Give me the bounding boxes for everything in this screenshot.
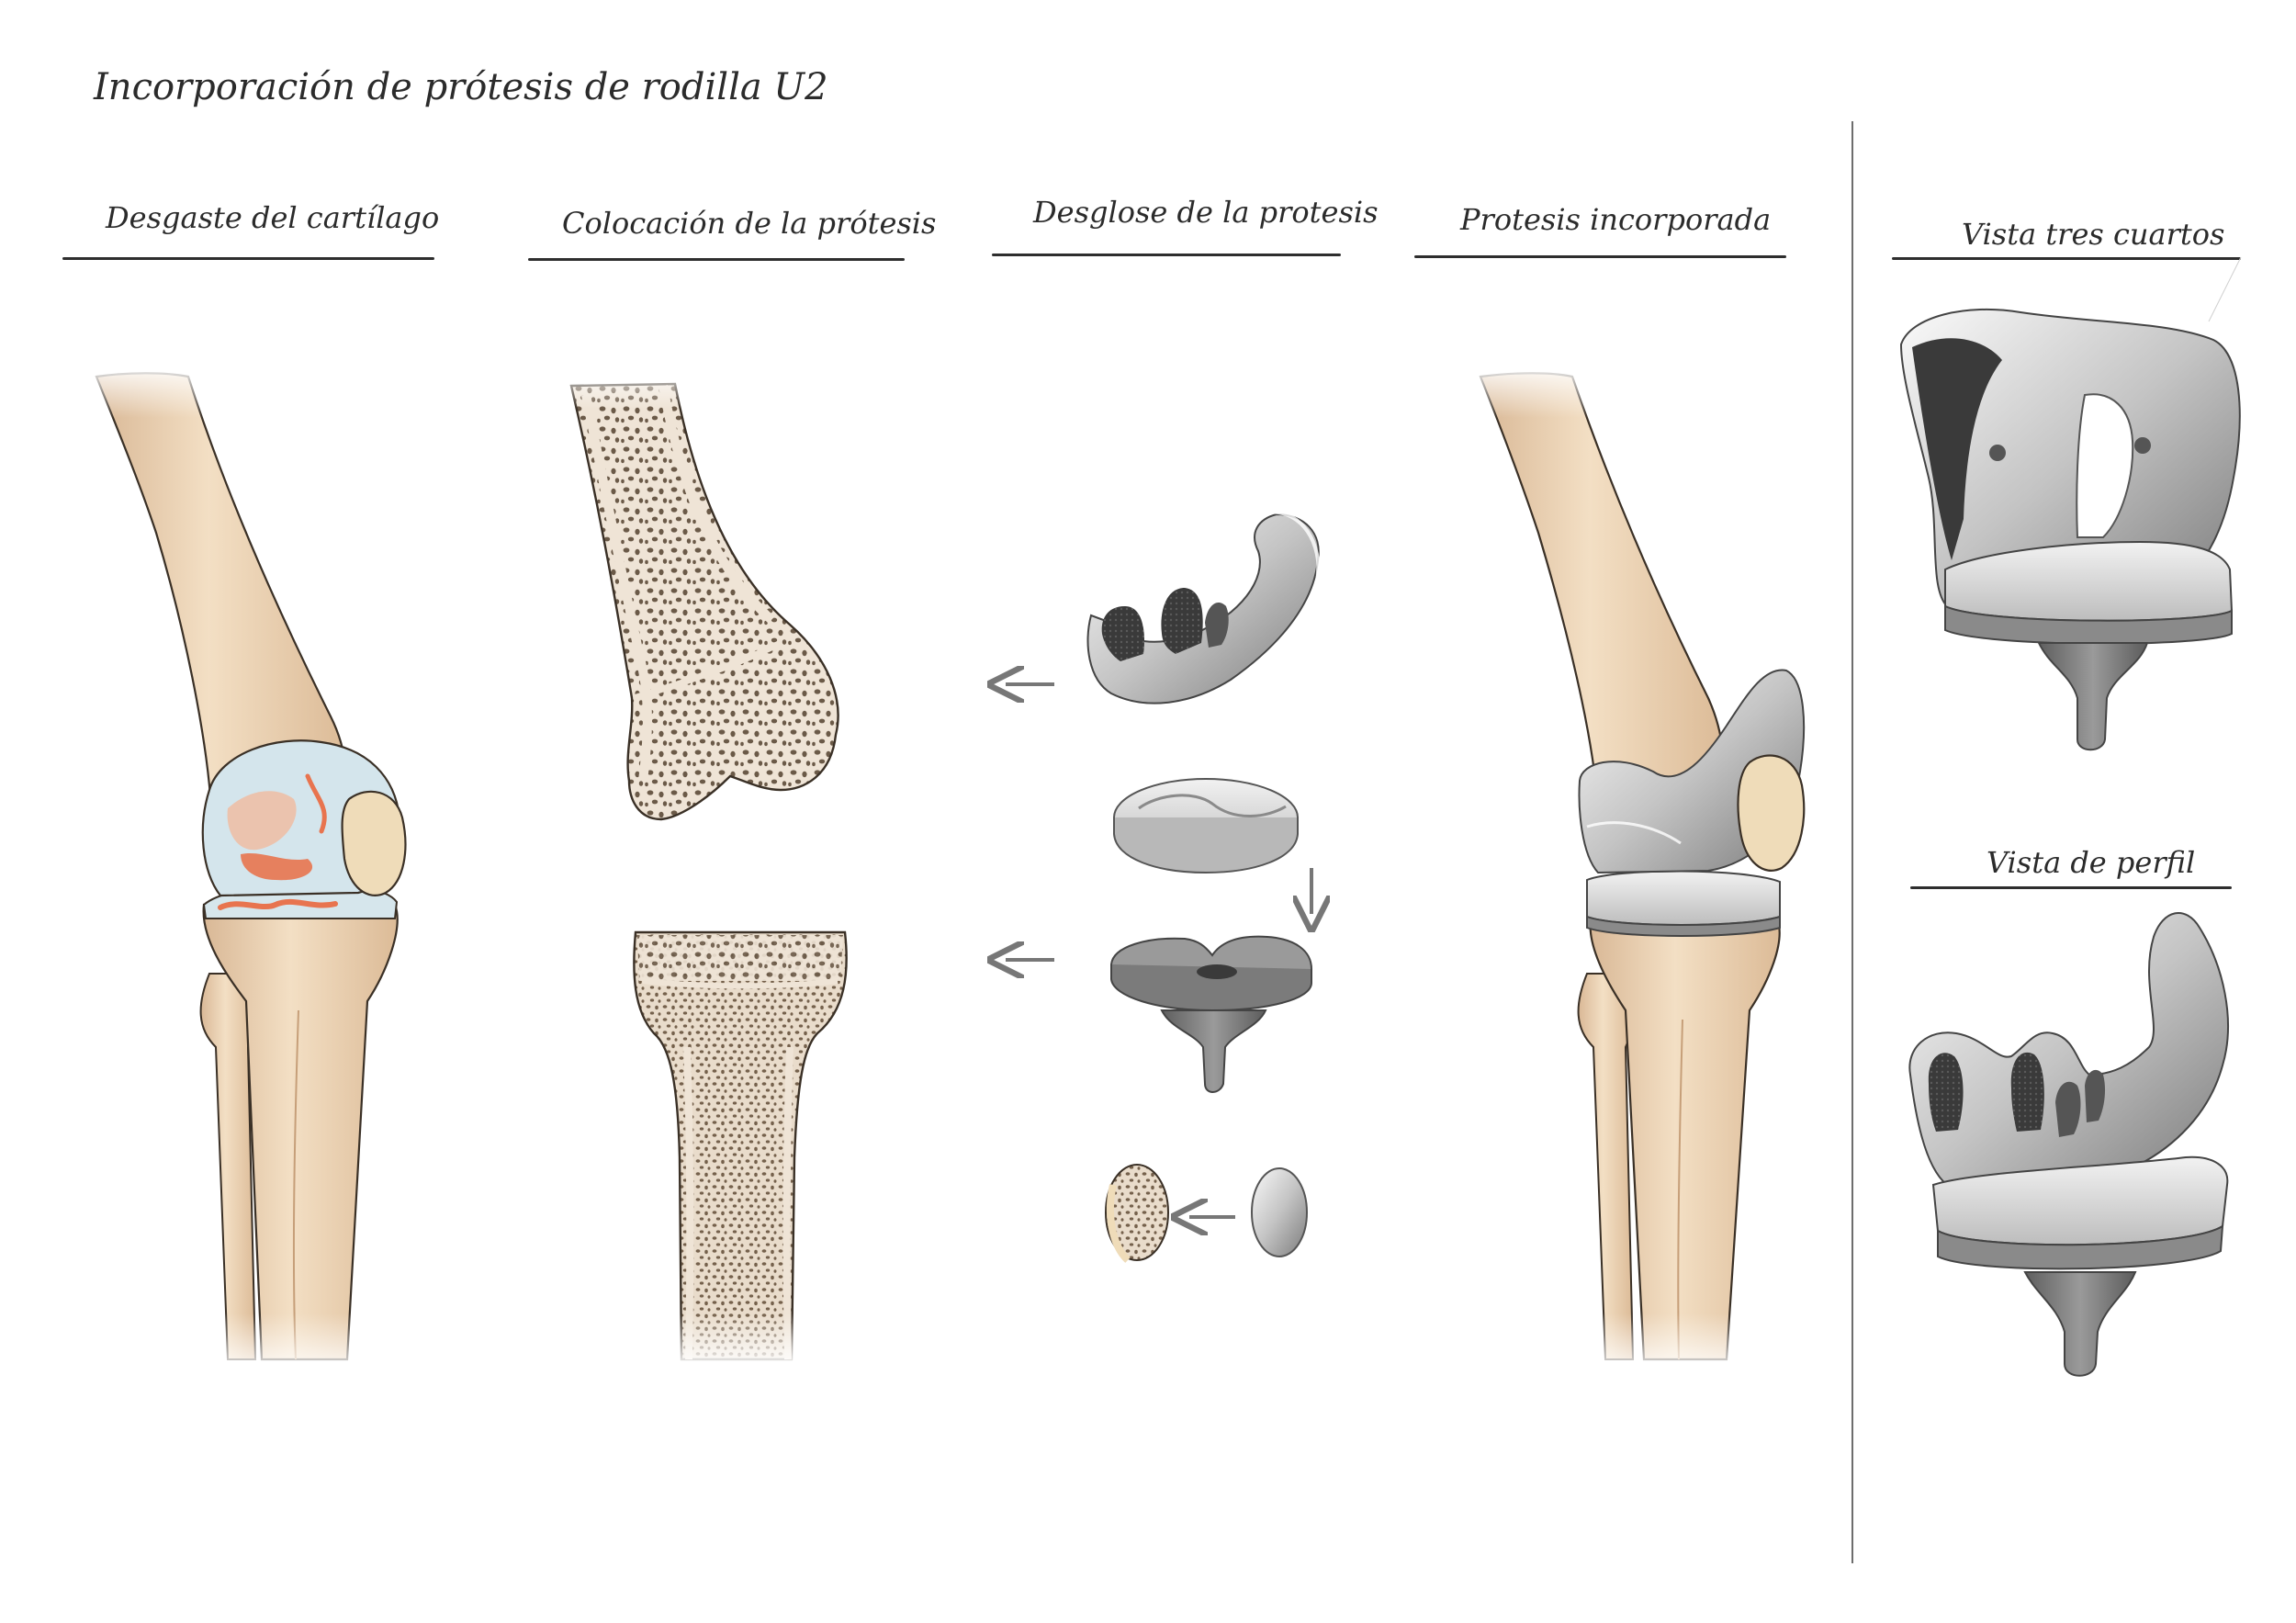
polyethylene-insert (1113, 778, 1299, 874)
heading-underline (62, 257, 434, 260)
heading-underline (992, 254, 1341, 256)
bone-cut-section-illustration (551, 363, 848, 1369)
heading-prosthesis-incorporated: Protesis incorporada (1460, 202, 1772, 237)
heading-profile-view: Vista de perfil (1986, 845, 2196, 880)
femoral-component (1086, 510, 1321, 704)
patella-resection (1105, 1164, 1169, 1263)
knee-with-prosthesis-illustration (1442, 363, 1806, 1378)
heading-three-quarter-view: Vista tres cuartos (1962, 217, 2225, 252)
page-title: Incorporación de prótesis de rodilla U2 (94, 66, 828, 108)
heading-underline (1892, 257, 2241, 260)
heading-underline (528, 258, 905, 261)
prosthesis-three-quarter-view (1899, 256, 2242, 751)
heading-prosthesis-placement: Colocación de la prótesis (562, 206, 937, 241)
heading-prosthesis-breakdown: Desglose de la protesis (1033, 195, 1379, 230)
knee-cartilage-wear-illustration (55, 363, 407, 1378)
prosthesis-breakdown-illustration (1006, 510, 1321, 1263)
tibial-tray (1109, 935, 1313, 1093)
section-divider (1851, 121, 1853, 1563)
prosthesis-profile-view (1908, 912, 2229, 1377)
heading-underline (1910, 886, 2232, 889)
heading-cartilage-wear: Desgaste del cartílago (106, 200, 440, 235)
patellar-button (1251, 1167, 1308, 1257)
heading-underline (1414, 255, 1786, 258)
